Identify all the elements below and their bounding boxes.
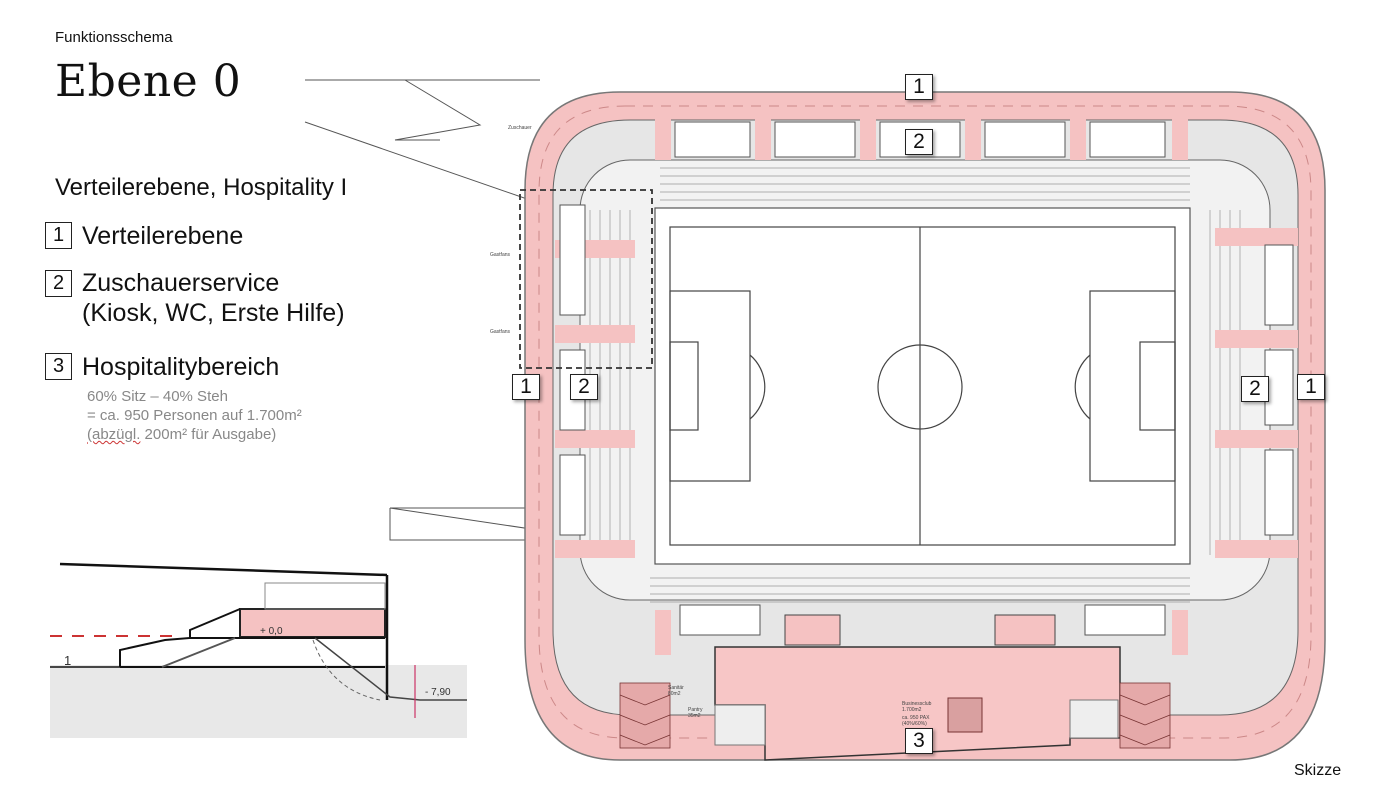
marker-2-right: 2	[1241, 376, 1269, 402]
svg-text:80m2: 80m2	[668, 691, 681, 697]
stands	[555, 118, 1298, 655]
legend-number: 2	[45, 270, 72, 297]
hospitality-building: Sanitär 80m2 Pantry 35m2 Businessclub 1.…	[490, 125, 1171, 761]
section-marker: 1	[64, 653, 71, 668]
kiosk-blocks	[559, 121, 1294, 636]
circulation-ring	[524, 91, 1326, 761]
legend-item-2: 2 Zuschauerservice (Kiosk, WC, Erste Hil…	[45, 269, 345, 328]
marker-1-right: 1	[1297, 374, 1325, 400]
marker-1-left: 1	[512, 374, 540, 400]
plan-label-gastfans: Gastfans	[490, 252, 511, 258]
legend-number: 3	[45, 353, 72, 380]
plan-label-zuschauer: Zuschauer	[508, 125, 532, 131]
legend-item-1: 1 Verteilerebene	[45, 222, 243, 251]
marker-3-bottom: 3	[905, 728, 933, 754]
section-level-bottom: - 7,90	[425, 687, 451, 698]
plan-label-sanitaer: Sanitär	[668, 685, 684, 691]
slide-subtitle: Verteilerebene, Hospitality I	[55, 174, 348, 201]
sketch-label: Skizze	[1294, 762, 1342, 779]
marker-1-top: 1	[905, 74, 933, 100]
leader-lines	[304, 79, 606, 541]
stair-cores	[619, 682, 1171, 749]
section-drawing: + 0,0 - 7,90 1	[50, 562, 467, 738]
guest-zone-outline	[519, 189, 653, 369]
legend-label: Verteilerebene	[82, 222, 244, 250]
legend-label-sub: (Kiosk, WC, Erste Hilfe)	[82, 299, 345, 327]
legend-item-3: 3 Hospitalitybereich	[45, 353, 279, 382]
plan-label-businessclub: Businessclub	[902, 701, 932, 707]
svg-text:1.700m2: 1.700m2	[902, 707, 922, 713]
note-line: 60% Sitz – 40% Steh	[87, 388, 228, 405]
plan-label-pantry: Pantry	[688, 707, 703, 713]
section-level-top: + 0,0	[260, 626, 283, 637]
note-line: = ca. 950 Personen auf 1.700m²	[87, 407, 302, 424]
legend-label: Hospitalitybereich	[82, 353, 280, 381]
slide-kicker: Funktionsschema	[55, 29, 173, 46]
svg-text:(40%/60%): (40%/60%)	[902, 721, 927, 727]
slide-title: Ebene 0	[55, 56, 242, 107]
legend-label: Zuschauerservice	[82, 269, 280, 297]
marker-2-left: 2	[570, 374, 598, 400]
plan-label-gastfans: Gastfans	[490, 329, 511, 335]
football-pitch	[654, 207, 1191, 565]
legend-number: 1	[45, 222, 72, 249]
svg-text:35m2: 35m2	[688, 713, 701, 719]
note-line: (abzügl. 200m² für Ausgabe)	[87, 426, 277, 443]
marker-2-top: 2	[905, 129, 933, 155]
svg-text:ca. 950 PAX: ca. 950 PAX	[902, 715, 930, 721]
service-bays	[555, 118, 1298, 655]
capacity-notes: 60% Sitz – 40% Steh = ca. 950 Personen a…	[87, 387, 302, 444]
